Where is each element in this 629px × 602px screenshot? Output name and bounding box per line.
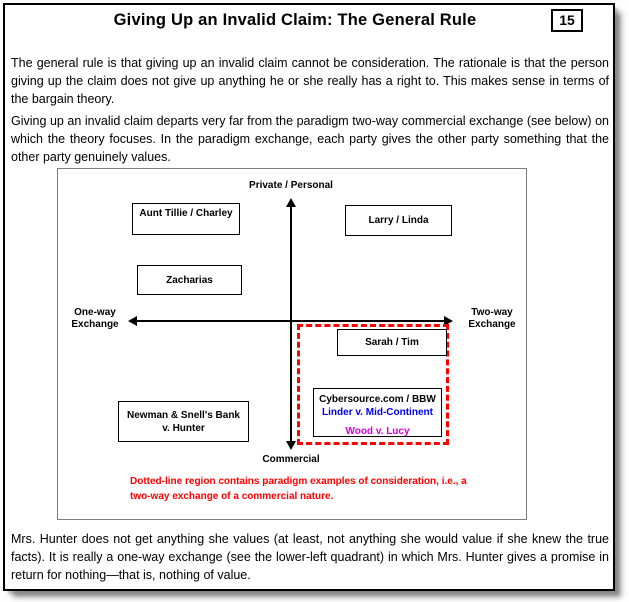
case-box-zacharias: Zacharias — [137, 265, 242, 295]
arrowhead-left-icon — [128, 316, 137, 326]
intro-paragraph-1: The general rule is that giving up an in… — [11, 56, 609, 106]
closing-paragraph: Mrs. Hunter does not get anything she va… — [11, 532, 609, 582]
caption-line-2: two-way exchange of a commercial nature. — [130, 491, 334, 502]
case-box-aunt-tillie-charley: Aunt Tillie / Charley — [132, 203, 240, 235]
case-box-sarah-tim: Sarah / Tim — [337, 329, 447, 356]
arrowhead-up-icon — [286, 198, 296, 207]
vertical-axis-line — [290, 205, 292, 445]
case-label-linder: Linder v. Mid-Continent — [322, 407, 433, 418]
case-box-label: Sarah / Tim — [365, 337, 419, 348]
slide-page: Giving Up an Invalid Claim: The General … — [3, 3, 615, 591]
arrowhead-right-icon — [444, 316, 453, 326]
quadrant-diagram: Private / Personal Commercial One-way Ex… — [57, 168, 527, 520]
axis-label-private-personal: Private / Personal — [249, 180, 333, 191]
case-label-wood: Wood v. Lucy — [345, 426, 410, 437]
case-box-larry-linda: Larry / Linda — [345, 205, 452, 236]
intro-paragraph-2: Giving up an invalid claim departs very … — [11, 114, 609, 164]
case-box-label-line1: Newman & Snell's Bank — [127, 409, 240, 421]
page-number-badge: 15 — [551, 9, 583, 32]
caption-line-1: Dotted-line region contains paradigm exa… — [130, 476, 467, 487]
axis-label-two-way-exchange: Two-way Exchange — [468, 307, 516, 330]
case-box-paradigm-examples: Cybersource.com / BBW Linder v. Mid-Cont… — [313, 388, 442, 437]
case-box-label: Aunt Tillie / Charley — [139, 208, 233, 219]
horizontal-axis-line — [136, 320, 446, 322]
case-label-cybersource: Cybersource.com / BBW — [319, 394, 436, 405]
axis-label-commercial: Commercial — [262, 454, 320, 465]
arrowhead-down-icon — [286, 441, 296, 450]
axis-label-one-way-exchange: One-way Exchange — [71, 307, 119, 330]
paradigm-dashed-region — [297, 324, 449, 445]
case-box-label-line2: v. Hunter — [162, 422, 205, 434]
case-box-label: Zacharias — [166, 274, 213, 286]
dashed-region-caption: Dotted-line region contains paradigm exa… — [130, 474, 490, 504]
case-box-newman-snells-bank: Newman & Snell's Bank v. Hunter — [118, 401, 249, 442]
case-box-label: Larry / Linda — [368, 215, 429, 226]
page-title: Giving Up an Invalid Claim: The General … — [113, 11, 477, 29]
